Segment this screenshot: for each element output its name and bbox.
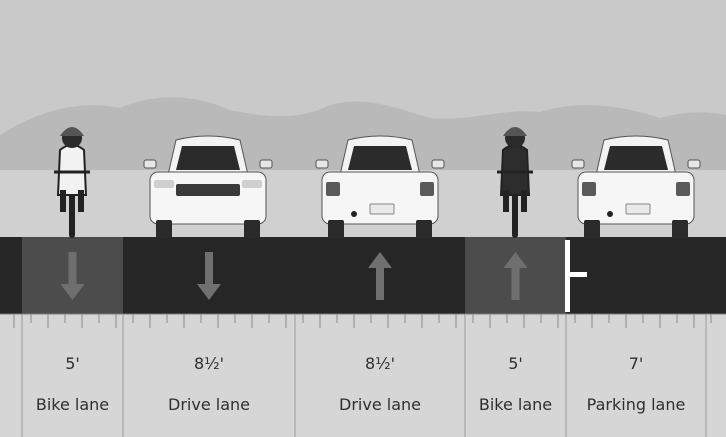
lane-width-1: 5'	[65, 354, 80, 373]
parking-line-tick	[565, 272, 587, 277]
road	[0, 237, 726, 314]
lane-width-4: 5'	[508, 354, 523, 373]
ruler-band	[0, 314, 726, 437]
lane-width-3: 8½'	[365, 354, 395, 373]
lane-width-2: 8½'	[194, 354, 224, 373]
lane-width-5: 7'	[629, 354, 644, 373]
lane-name-2: Drive lane	[168, 395, 250, 414]
lane-name-5: Parking lane	[587, 395, 686, 414]
lane-name-4: Bike lane	[479, 395, 552, 414]
lane-name-1: Bike lane	[36, 395, 109, 414]
lane-name-3: Drive lane	[339, 395, 421, 414]
